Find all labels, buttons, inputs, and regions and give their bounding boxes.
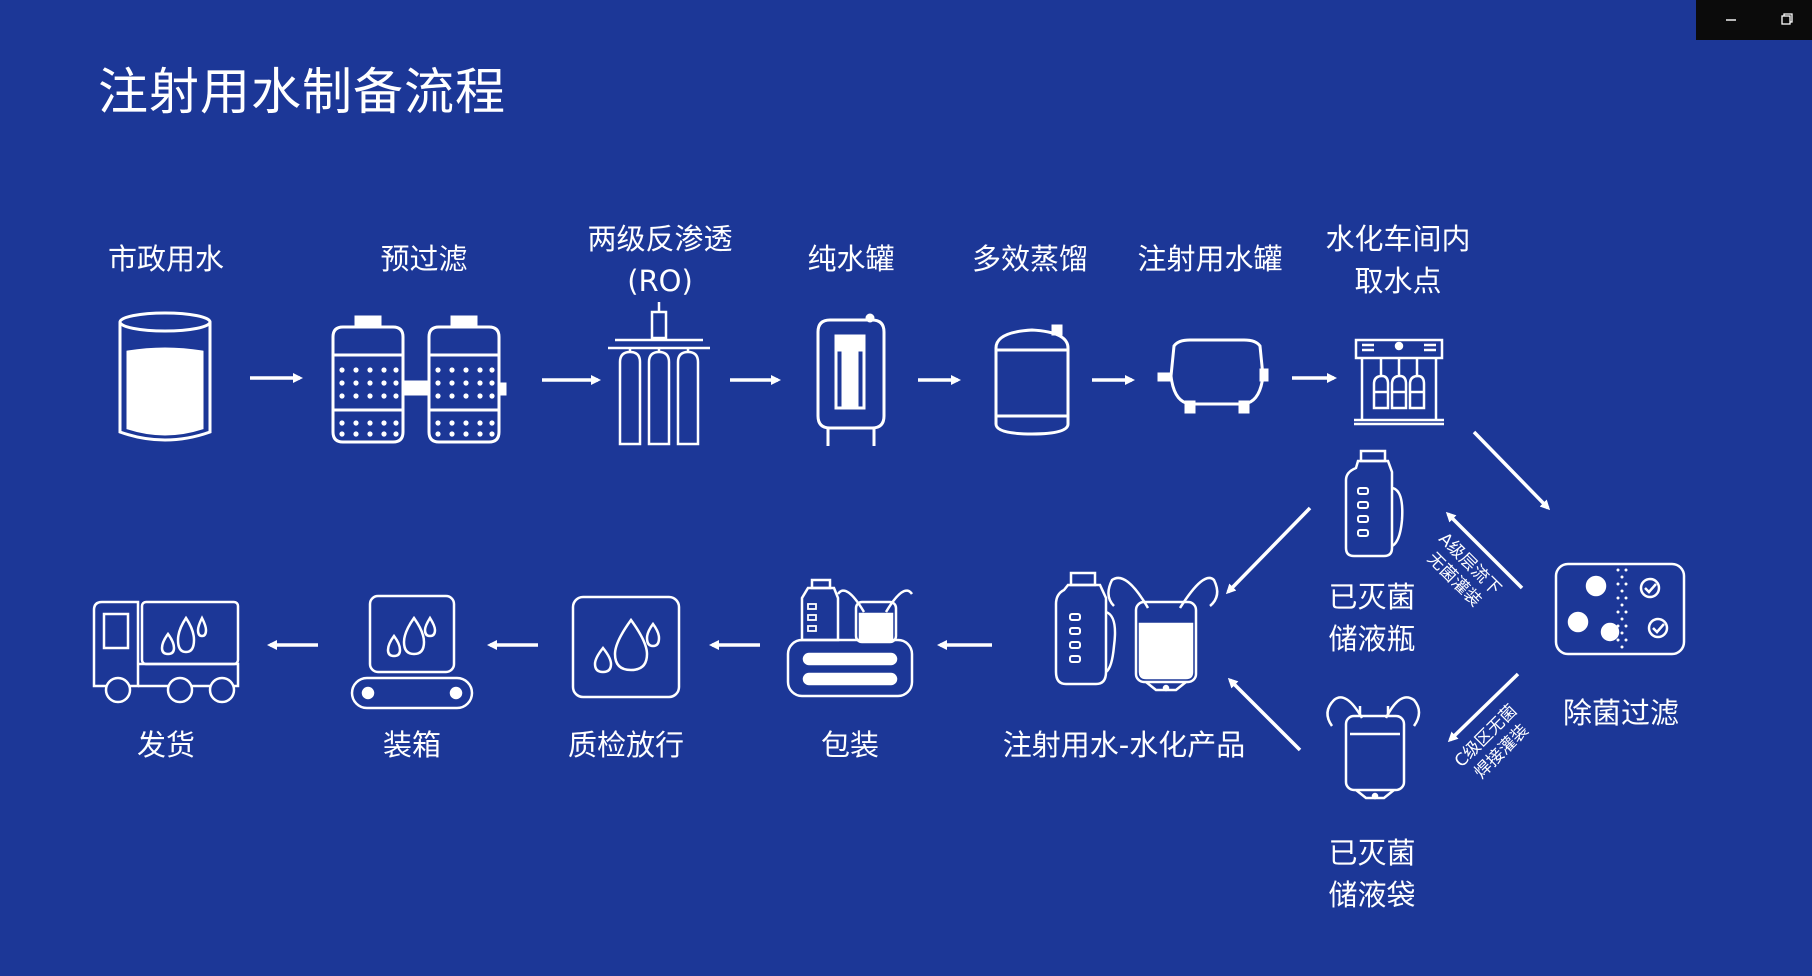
minimize-icon[interactable] xyxy=(1718,12,1744,28)
label-hydration-outlet-line1: 水化车间内 xyxy=(1325,222,1471,256)
packaging-icon xyxy=(786,578,914,698)
label-municipal-water: 市政用水 xyxy=(107,242,225,276)
label-qc-release: 质检放行 xyxy=(567,728,685,762)
diagonal-arrows xyxy=(1225,430,1551,752)
prefilter-tanks-icon xyxy=(331,315,507,444)
label-sterile-filtration: 除菌过滤 xyxy=(1562,696,1680,730)
ro-membrane-vessels-icon xyxy=(608,302,710,446)
qc-release-icon xyxy=(571,595,681,699)
restore-icon[interactable] xyxy=(1774,12,1800,28)
window-titlebar-controls xyxy=(1696,0,1812,40)
page-title: 注射用水制备流程 xyxy=(98,63,506,121)
label-hydration-outlet-line2: 取水点 xyxy=(1354,264,1442,298)
hydration-workshop-outlet-icon xyxy=(1354,338,1444,426)
municipal-water-tank-icon xyxy=(118,311,212,442)
label-wfi-hydration-product: 注射用水-水化产品 xyxy=(1002,728,1246,762)
label-wfi-tank: 注射用水罐 xyxy=(1137,242,1283,276)
label-sterile-bag: 已灭菌 储液袋 xyxy=(1328,832,1415,916)
label-pure-water-tank: 纯水罐 xyxy=(807,242,895,276)
label-multi-effect-distillation: 多效蒸馏 xyxy=(971,242,1089,276)
label-sterile-bottle-line2: 储液瓶 xyxy=(1328,622,1416,656)
wfi-product-icon xyxy=(1054,571,1219,692)
row1-arrows xyxy=(250,373,1337,385)
label-prefilter: 预过滤 xyxy=(380,242,468,276)
label-packaging: 包装 xyxy=(820,728,880,762)
sterile-storage-bag-icon xyxy=(1326,696,1421,800)
wfi-tank-icon xyxy=(1157,338,1269,414)
multi-effect-distiller-icon xyxy=(994,324,1070,436)
label-ro-line1: 两级反渗透 xyxy=(587,222,733,256)
label-boxing: 装箱 xyxy=(382,728,442,762)
label-ro-line2: (RO) xyxy=(627,264,693,298)
label-hydration-outlet: 水化车间内 取水点 xyxy=(1325,218,1470,302)
boxing-conveyor-icon xyxy=(350,594,474,710)
shipping-truck-icon xyxy=(92,600,240,704)
label-sterile-bag-line2: 储液袋 xyxy=(1328,878,1416,912)
label-sterile-bag-line1: 已灭菌 xyxy=(1328,836,1416,870)
sterile-filter-icon xyxy=(1554,562,1686,656)
label-shipping: 发货 xyxy=(136,728,196,762)
label-ro-two-stage: 两级反渗透 (RO) xyxy=(587,218,732,302)
label-sterile-bottle: 已灭菌 储液瓶 xyxy=(1328,576,1415,660)
label-sterile-bottle-line1: 已灭菌 xyxy=(1328,580,1416,614)
pure-water-tank-icon xyxy=(816,313,886,446)
sterile-storage-bottle-icon xyxy=(1344,449,1404,558)
